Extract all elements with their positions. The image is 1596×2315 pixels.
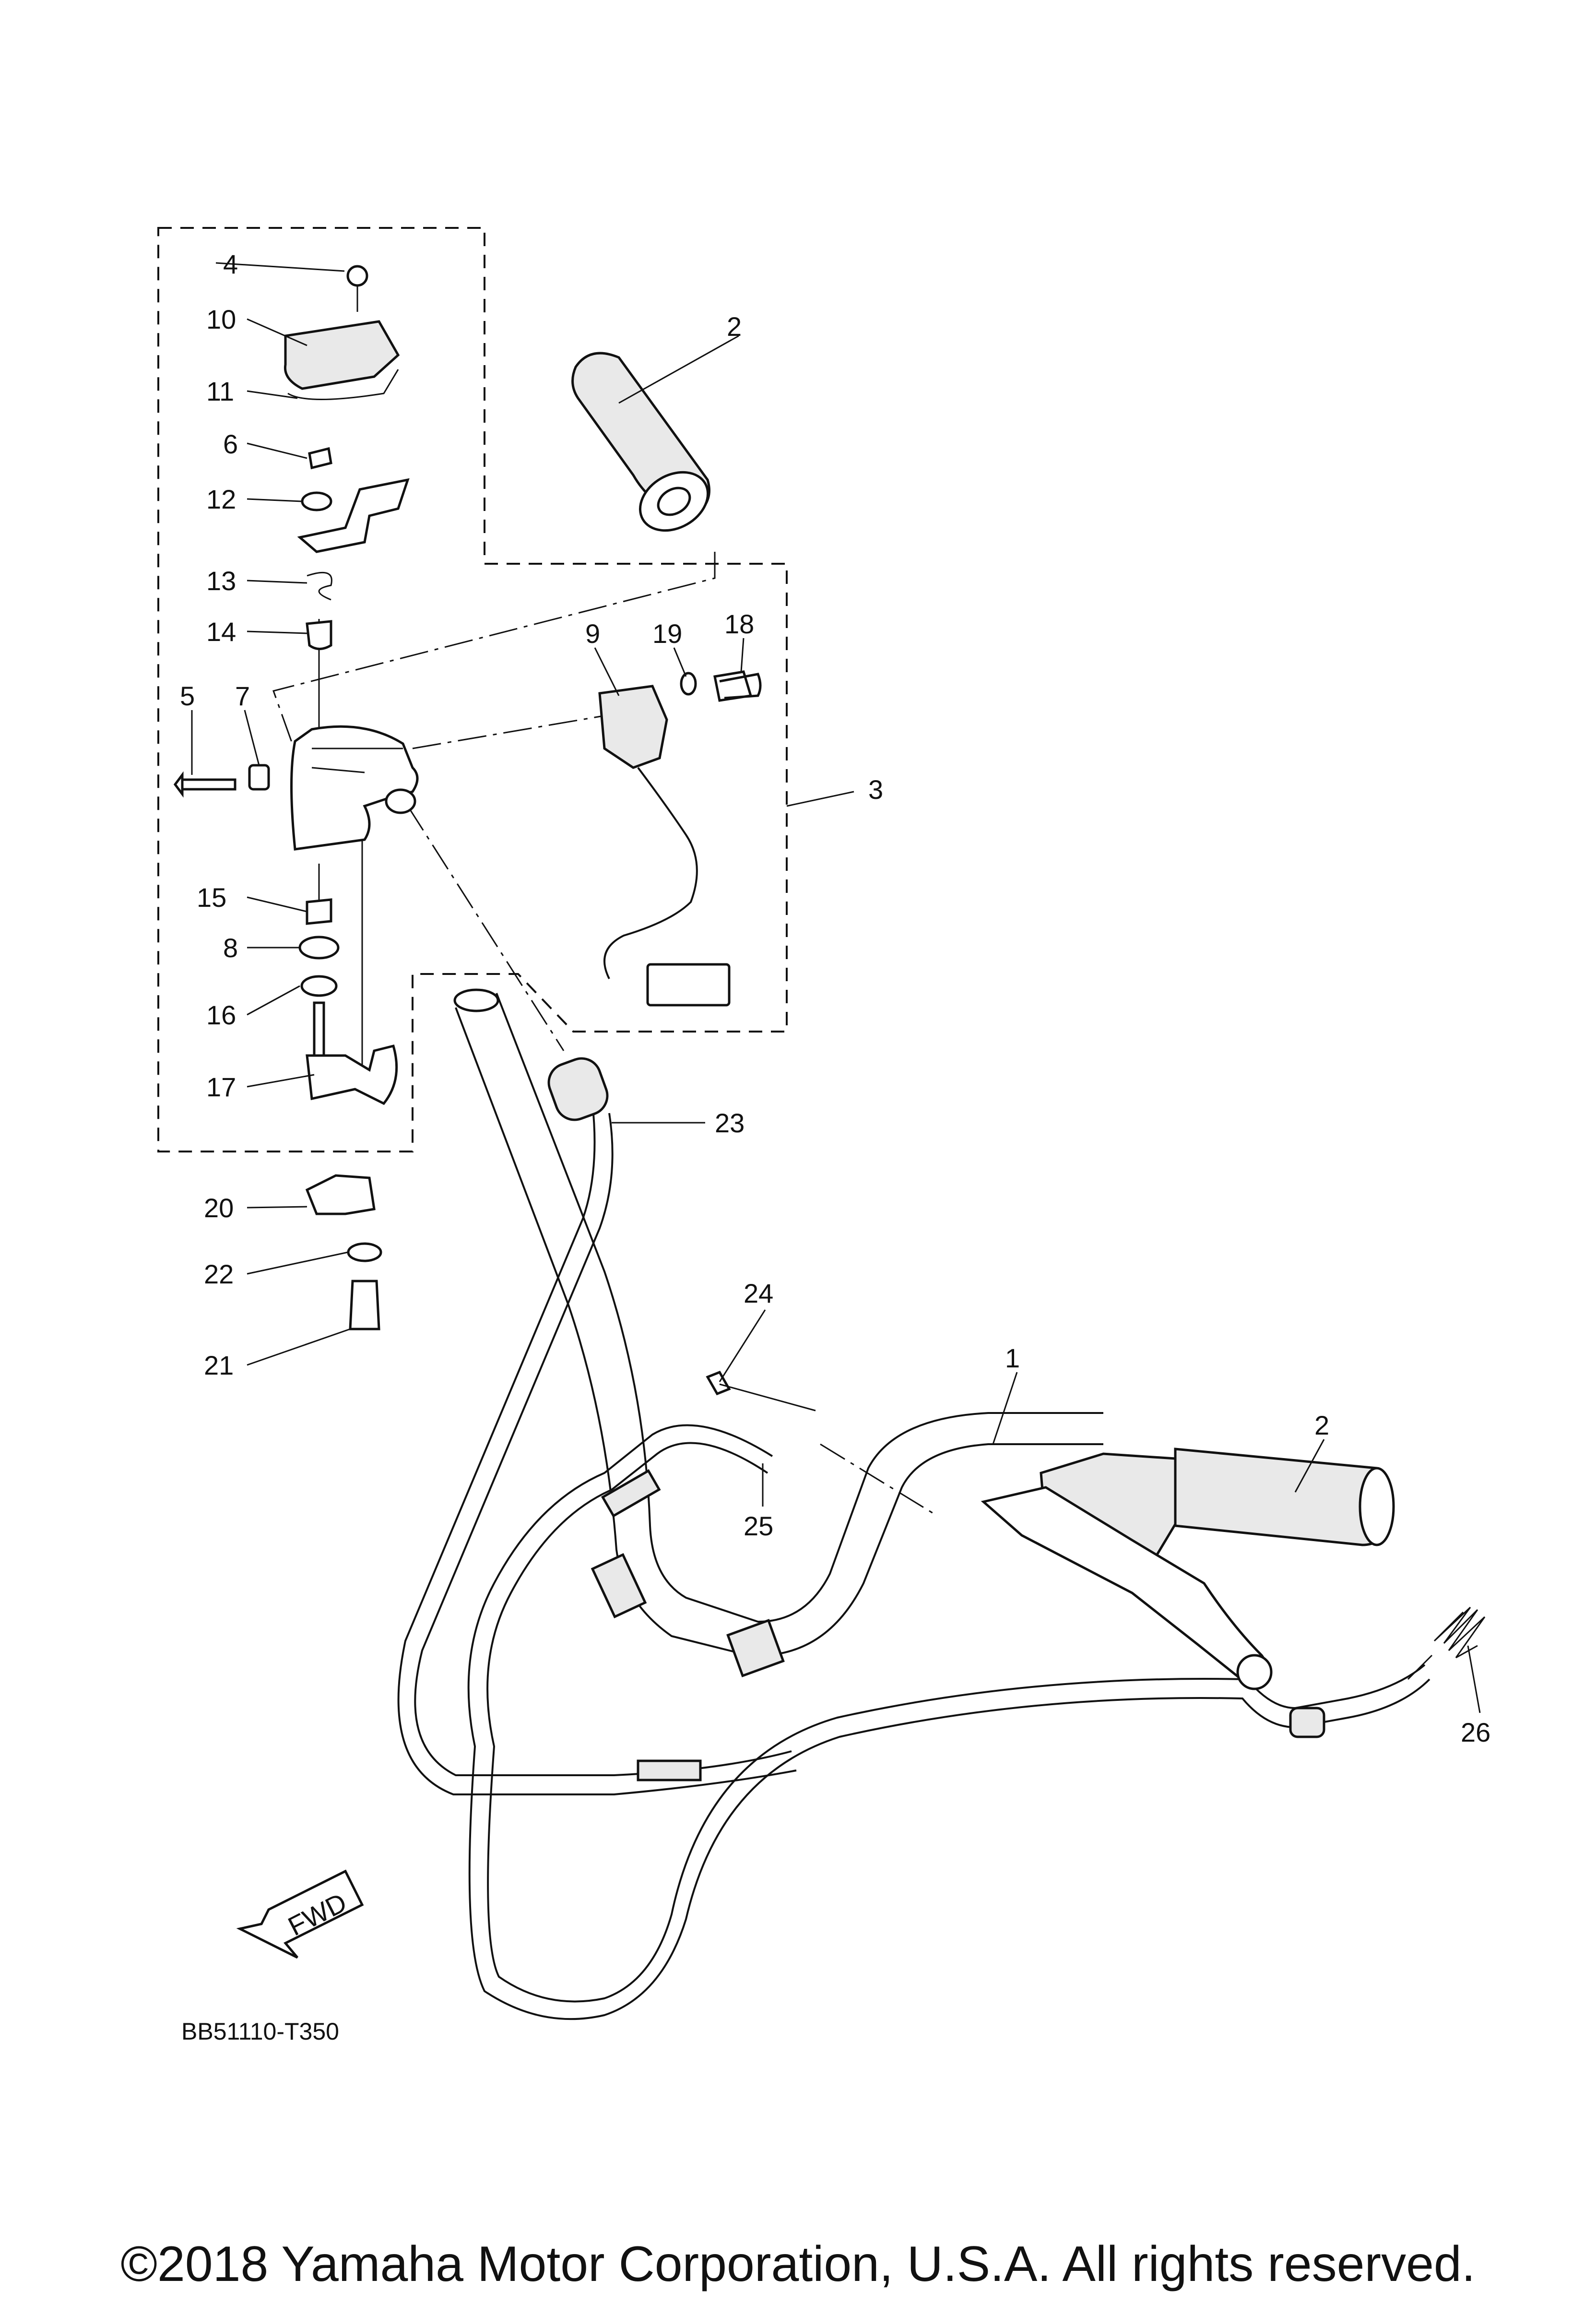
callout-14: 14 bbox=[206, 617, 236, 647]
callout-13: 13 bbox=[206, 566, 236, 596]
callout-21: 21 bbox=[204, 1350, 234, 1380]
fwd-arrow: FWD bbox=[236, 1869, 364, 1959]
callout-8: 8 bbox=[223, 933, 238, 963]
throttle-cable bbox=[397, 1057, 797, 1795]
spring-26 bbox=[1407, 1606, 1486, 1680]
left-grip bbox=[571, 352, 710, 532]
diagram-code: BB51110-T350 bbox=[181, 2018, 339, 2045]
clamp-and-bolt bbox=[305, 1174, 382, 1330]
connector-24 bbox=[706, 1370, 816, 1412]
callout-10: 10 bbox=[206, 304, 236, 334]
clutch-cable bbox=[467, 1424, 1430, 2020]
callout-numbers: 1 2 2 3 4 5 6 7 8 9 10 11 12 13 14 15 16… bbox=[180, 249, 1490, 1747]
right-grip bbox=[1174, 1448, 1395, 1546]
callout-15: 15 bbox=[197, 882, 226, 913]
callout-7: 7 bbox=[235, 681, 250, 711]
callout-6: 6 bbox=[223, 429, 238, 459]
callout-2-right: 2 bbox=[1314, 1410, 1329, 1440]
housing-internal-parts bbox=[297, 447, 410, 1105]
housing-cover bbox=[284, 265, 400, 400]
callout-18: 18 bbox=[724, 609, 754, 639]
clutch-lever-assembly bbox=[981, 1452, 1273, 1690]
callout-9: 9 bbox=[585, 618, 600, 649]
callout-26: 26 bbox=[1461, 1717, 1490, 1747]
callout-2-left: 2 bbox=[727, 311, 742, 342]
callout-4: 4 bbox=[223, 249, 238, 279]
throttle-assembly-dashed-box bbox=[157, 227, 788, 1152]
throttle-housing bbox=[173, 725, 419, 851]
callout-22: 22 bbox=[204, 1259, 234, 1289]
callout-23: 23 bbox=[715, 1108, 745, 1138]
copyright-notice: ©2018 Yamaha Motor Corporation, U.S.A. A… bbox=[120, 2236, 1476, 2292]
callout-17: 17 bbox=[206, 1072, 236, 1102]
callout-leaders bbox=[191, 262, 1481, 1713]
callout-20: 20 bbox=[204, 1193, 234, 1223]
callout-25: 25 bbox=[744, 1511, 773, 1541]
callout-12: 12 bbox=[206, 484, 236, 514]
callout-1: 1 bbox=[1005, 1343, 1020, 1373]
callout-19: 19 bbox=[652, 618, 682, 649]
throttle-switch bbox=[598, 670, 762, 1007]
handlebar bbox=[453, 988, 1103, 1677]
assembly-guide-lines bbox=[272, 552, 938, 1517]
callout-5: 5 bbox=[180, 681, 195, 711]
callout-11: 11 bbox=[206, 376, 234, 406]
callout-16: 16 bbox=[206, 1000, 236, 1030]
callout-24: 24 bbox=[744, 1278, 773, 1308]
callout-3: 3 bbox=[868, 774, 883, 805]
